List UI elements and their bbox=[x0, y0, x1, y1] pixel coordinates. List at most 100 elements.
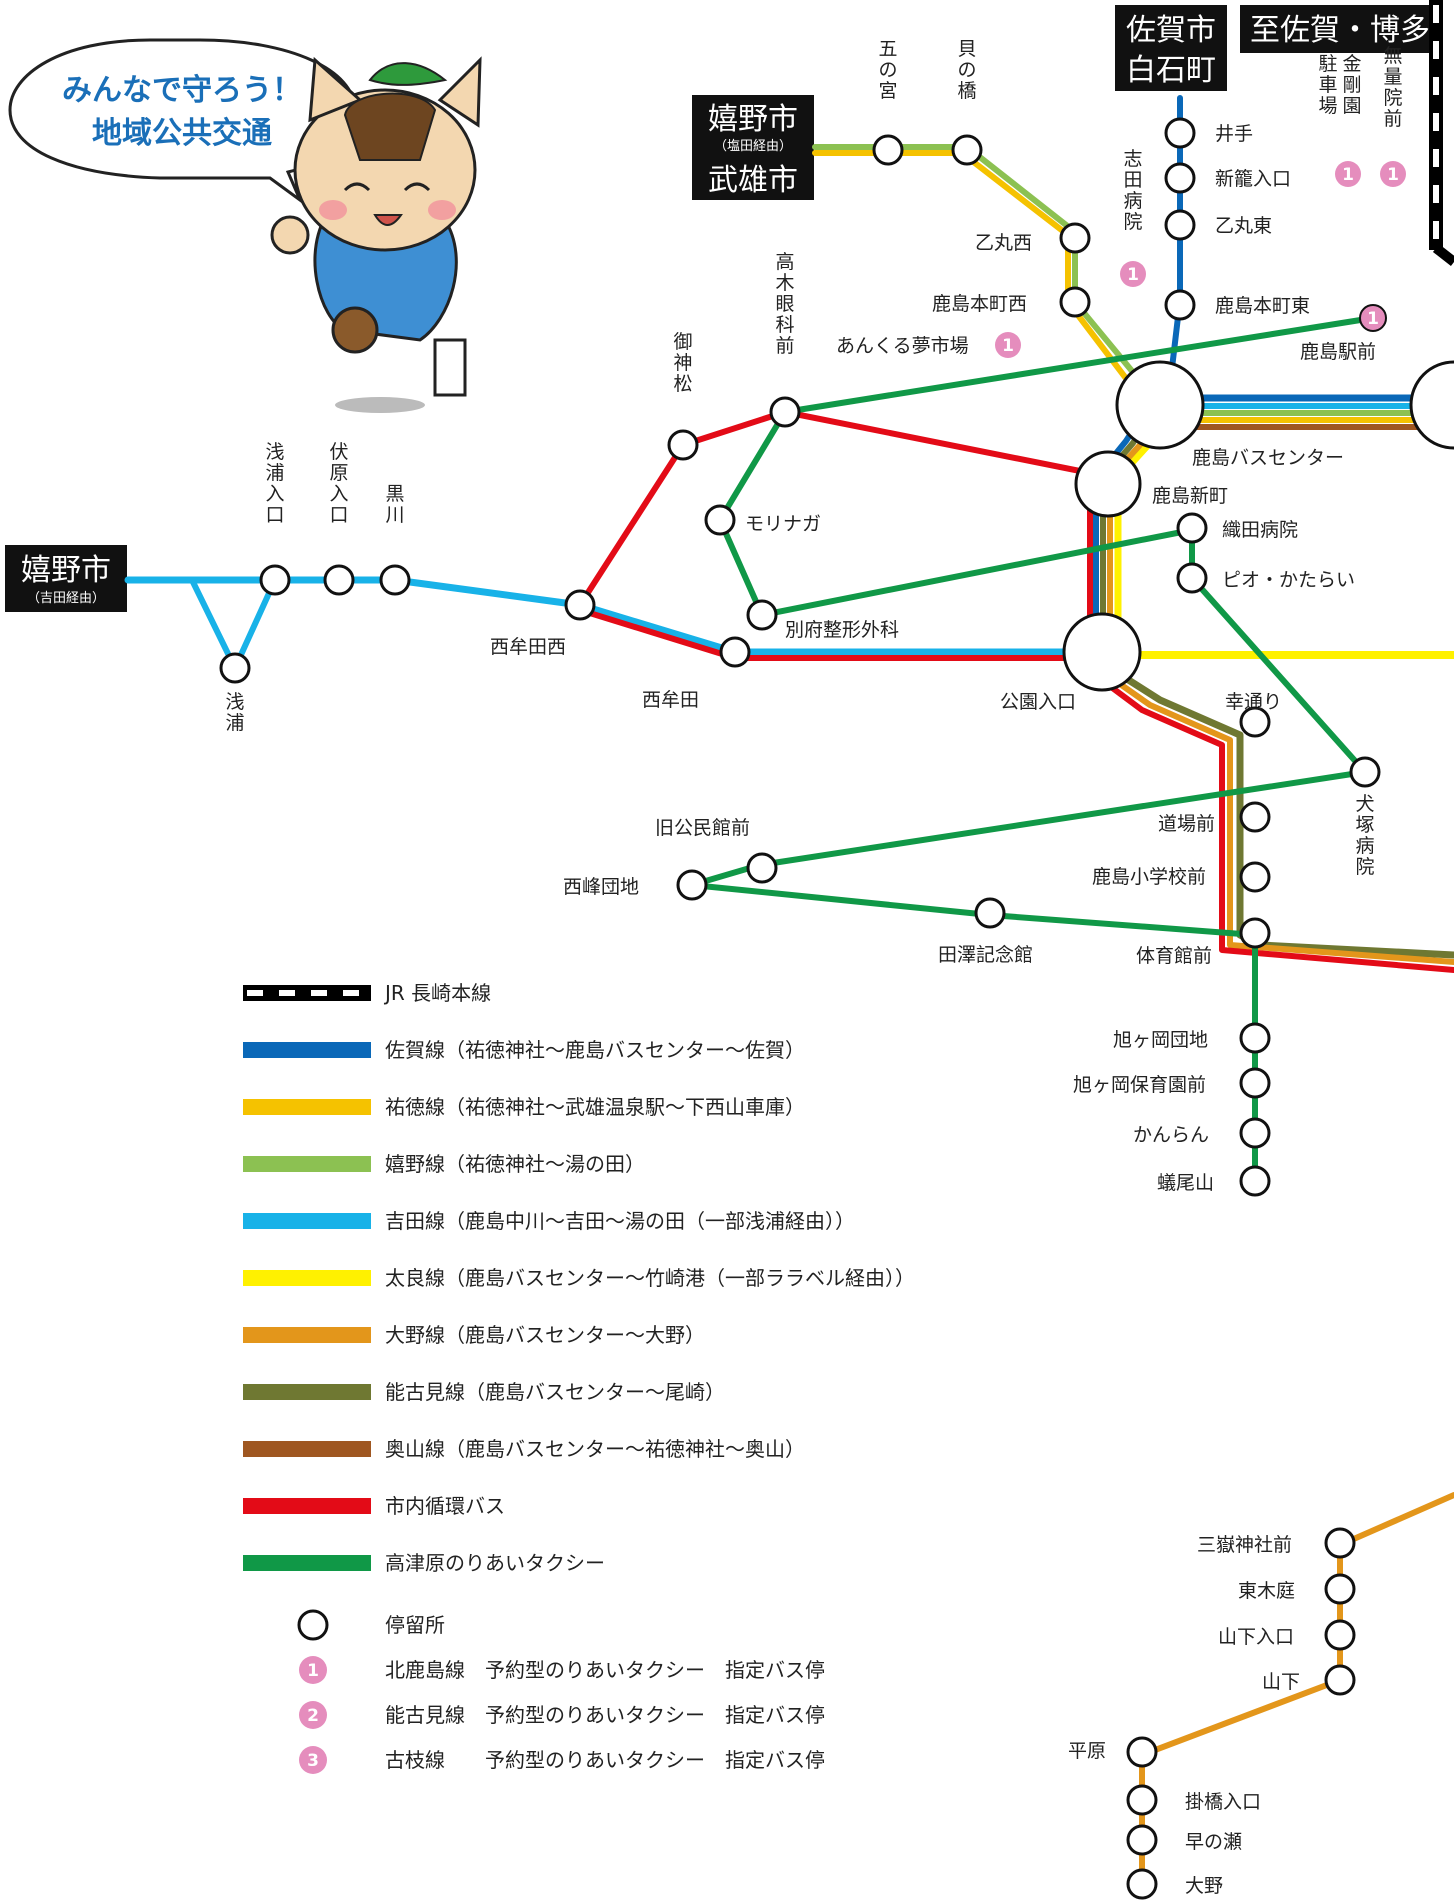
stop-yamashita[interactable] bbox=[1324, 1664, 1356, 1696]
stop-gio-san[interactable] bbox=[1239, 1165, 1271, 1197]
ureshino-line bbox=[812, 144, 1163, 408]
svg-text:1: 1 bbox=[1367, 309, 1379, 329]
stop-kashima-honmachi-higashi[interactable] bbox=[1164, 289, 1196, 321]
svg-text:1: 1 bbox=[1127, 265, 1139, 285]
svg-text:至佐賀・博多: 至佐賀・博多 bbox=[1250, 13, 1430, 48]
legend-label: 市内循環バス bbox=[385, 1494, 505, 1518]
stop-koen-iriguchi[interactable] bbox=[1062, 612, 1142, 692]
stop-shinkago[interactable] bbox=[1164, 162, 1196, 194]
stop-gokanmatsu[interactable] bbox=[667, 429, 699, 461]
legend-item: 市内循環バス bbox=[243, 1494, 505, 1518]
bubble-line-2: 地域公共交通 bbox=[92, 116, 272, 151]
stop-kurokawa[interactable] bbox=[379, 564, 411, 596]
legend-swatch bbox=[243, 1384, 371, 1400]
label-asaura-iriguchi: 浅浦入口 bbox=[265, 441, 284, 526]
stop-asaura[interactable] bbox=[219, 652, 251, 684]
stop-asahigaoka-hoikuen[interactable] bbox=[1239, 1067, 1271, 1099]
stop-bus-center[interactable] bbox=[1115, 360, 1205, 450]
label-saiwai-dori: 幸通り bbox=[1225, 691, 1282, 713]
stop-asaura-iriguchi[interactable] bbox=[259, 564, 291, 596]
stop-nishimine-danchi[interactable] bbox=[676, 869, 708, 901]
stop-beppu-seikei[interactable] bbox=[746, 599, 778, 631]
svg-text:佐賀市: 佐賀市 bbox=[1126, 13, 1216, 48]
jr-line bbox=[1429, 0, 1454, 266]
pink-number-marker-icon bbox=[299, 1656, 327, 1684]
stop-hirabaru[interactable] bbox=[1126, 1736, 1158, 1768]
label-kyu-kominkan: 旧公民館前 bbox=[655, 817, 750, 839]
legend-item: 高津原のりあいタクシー bbox=[243, 1551, 605, 1575]
stop-takagi-ganka[interactable] bbox=[769, 396, 801, 428]
stop-sangoku-jinja[interactable] bbox=[1324, 1527, 1356, 1559]
legend-label: JR 長崎本線 bbox=[383, 981, 491, 1005]
pink-number-marker-icon: 1 bbox=[1335, 161, 1361, 187]
stop-bus-center-east[interactable] bbox=[1409, 360, 1454, 450]
stop-kashima-shogakko[interactable] bbox=[1239, 861, 1271, 893]
legend-item: 太良線（鹿島バスセンター～竹崎港（一部ララベル経由）） bbox=[243, 1266, 915, 1290]
stop-ide[interactable] bbox=[1164, 117, 1196, 149]
stop-tazawa-kinenkan[interactable] bbox=[974, 897, 1006, 929]
stop-kakehashi[interactable] bbox=[1126, 1784, 1158, 1816]
legend-label: 吉田線（鹿島中川～吉田～湯の田（一部浅浦経由）） bbox=[385, 1209, 855, 1233]
label-kashima-honmachi-nishi: 鹿島本町西 bbox=[932, 293, 1027, 315]
label-kashima-shinmachi: 鹿島新町 bbox=[1152, 485, 1228, 507]
stop-higashi-kiba[interactable] bbox=[1324, 1573, 1356, 1605]
stop-kanran[interactable] bbox=[1239, 1117, 1271, 1149]
legend-item: 大野線（鹿島バスセンター～大野） bbox=[243, 1323, 705, 1347]
legend-item: 奥山線（鹿島バスセンター～祐徳神社～奥山） bbox=[243, 1437, 805, 1461]
stop-dojo-mae[interactable] bbox=[1239, 801, 1271, 833]
label-kashima-honmachi-higashi: 鹿島本町東 bbox=[1215, 295, 1310, 317]
stop-hayanose[interactable] bbox=[1126, 1824, 1158, 1856]
label-sangoku-jinja: 三嶽神社前 bbox=[1197, 1534, 1292, 1556]
dest-ureshino-yoshida: 嬉野市 （吉田経由） bbox=[5, 545, 127, 612]
legend-symbol-label: 古枝線 予約型のりあいタクシー 指定バス停 bbox=[385, 1748, 825, 1772]
legend-label: 奥山線（鹿島バスセンター～祐徳神社～奥山） bbox=[385, 1437, 805, 1461]
label-higashi-kiba: 東木庭 bbox=[1238, 1580, 1295, 1602]
svg-text:1: 1 bbox=[1342, 165, 1354, 185]
stop-saiwai-dori[interactable] bbox=[1239, 706, 1271, 738]
stop-yamashita-iriguchi[interactable] bbox=[1324, 1619, 1356, 1651]
legend-symbol: 停留所 bbox=[297, 1609, 445, 1641]
stop-inuzuka-byoin[interactable] bbox=[1349, 756, 1381, 788]
stop-taiikukan[interactable] bbox=[1239, 917, 1271, 949]
label-hayanose: 早の瀬 bbox=[1185, 1831, 1242, 1853]
label-muryoin: 無量院前 bbox=[1383, 45, 1402, 130]
label-inuzuka-byoin: 犬塚病院 bbox=[1355, 793, 1374, 878]
stop-asahigaoka-danchi[interactable] bbox=[1239, 1022, 1271, 1054]
dest-saga-hakata: 至佐賀・博多 bbox=[1240, 5, 1440, 53]
stop-fushihara-iriguchi[interactable] bbox=[323, 564, 355, 596]
stop-pio[interactable] bbox=[1176, 562, 1208, 594]
stop-kyu-kominkan[interactable] bbox=[746, 852, 778, 884]
label-nishimuta: 西牟田 bbox=[642, 689, 699, 711]
stop-morinaga[interactable] bbox=[704, 504, 736, 536]
label-dojo-mae: 道場前 bbox=[1158, 813, 1215, 835]
stop-nishimuta-nishi[interactable] bbox=[564, 589, 596, 621]
svg-text:2: 2 bbox=[307, 1706, 319, 1726]
svg-text:武雄市: 武雄市 bbox=[708, 163, 798, 198]
stop-otomaru-higashi[interactable] bbox=[1164, 209, 1196, 241]
stop-kainohashi[interactable] bbox=[951, 134, 983, 166]
label-otomaru-higashi: 乙丸東 bbox=[1215, 215, 1272, 237]
stop-ono[interactable] bbox=[1126, 1868, 1158, 1900]
svg-text:1: 1 bbox=[307, 1661, 319, 1681]
label-kashima-eki: 鹿島駅前 bbox=[1300, 341, 1376, 363]
svg-text:1: 1 bbox=[1387, 165, 1399, 185]
legend-swatch bbox=[243, 1099, 371, 1115]
stop-kashima-shinmachi[interactable] bbox=[1074, 450, 1142, 518]
stop-kashima-honmachi-nishi[interactable] bbox=[1059, 286, 1091, 318]
svg-text:（塩田経由）: （塩田経由） bbox=[714, 139, 792, 154]
stop-nishimuta[interactable] bbox=[719, 636, 751, 668]
label-yamashita-iriguchi: 山下入口 bbox=[1218, 1626, 1294, 1648]
stop-labels: 西牟田西 西牟田 モリナガ 別府整形外科 乙丸西 鹿島本町西 あんくる夢市場 井… bbox=[490, 123, 1376, 1897]
legend-swatch bbox=[243, 1441, 371, 1457]
label-kainohashi: 貝の橋 bbox=[957, 38, 976, 102]
legend-swatch bbox=[243, 1156, 371, 1172]
label-otomaru-nishi: 乙丸西 bbox=[975, 232, 1032, 254]
legend-label: 嬉野線（祐徳神社～湯の田） bbox=[385, 1152, 645, 1176]
stop-oda-byoin[interactable] bbox=[1176, 512, 1208, 544]
stop-goshinomiya[interactable] bbox=[872, 134, 904, 166]
legend-item: 能古見線（鹿島バスセンター～尾崎） bbox=[243, 1380, 725, 1404]
stop-otomaru-nishi[interactable] bbox=[1059, 222, 1091, 254]
label-asaura: 浅浦 bbox=[225, 691, 244, 734]
